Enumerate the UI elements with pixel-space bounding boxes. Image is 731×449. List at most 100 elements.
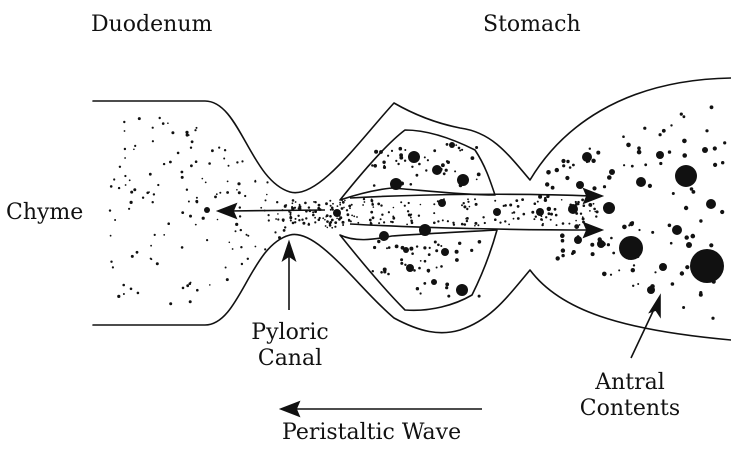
particle bbox=[308, 223, 311, 226]
particle bbox=[343, 207, 345, 209]
particle bbox=[619, 236, 643, 260]
particle bbox=[216, 193, 218, 195]
particle bbox=[612, 252, 615, 255]
particle bbox=[610, 237, 613, 240]
particle bbox=[371, 199, 374, 202]
particle bbox=[400, 262, 403, 265]
particle bbox=[124, 157, 126, 159]
particle bbox=[537, 201, 539, 203]
particle bbox=[517, 205, 520, 208]
particle bbox=[437, 244, 440, 247]
particle bbox=[554, 208, 557, 211]
particle bbox=[137, 292, 140, 295]
particle bbox=[334, 221, 337, 224]
particle bbox=[596, 151, 600, 155]
particle bbox=[428, 271, 430, 273]
particle bbox=[546, 170, 551, 175]
particle bbox=[433, 149, 436, 152]
particle bbox=[392, 216, 394, 218]
particle bbox=[523, 213, 526, 216]
particle bbox=[112, 266, 114, 268]
particle bbox=[324, 219, 326, 221]
particle bbox=[609, 169, 615, 175]
particle bbox=[670, 242, 673, 245]
particle bbox=[569, 166, 572, 169]
particle bbox=[309, 209, 312, 212]
particle bbox=[240, 229, 242, 231]
particle bbox=[442, 219, 444, 221]
particle bbox=[572, 250, 576, 254]
particle bbox=[434, 241, 437, 244]
particle bbox=[566, 160, 569, 163]
particle bbox=[344, 200, 346, 202]
particle bbox=[404, 149, 406, 151]
particle bbox=[582, 221, 585, 224]
particle bbox=[114, 219, 116, 221]
particle bbox=[136, 251, 139, 254]
upper-jet-arrow bbox=[350, 194, 592, 198]
particle bbox=[381, 214, 383, 216]
particle bbox=[403, 247, 409, 253]
particle bbox=[378, 222, 380, 224]
particle bbox=[186, 284, 189, 287]
particle bbox=[226, 191, 229, 194]
particle bbox=[397, 163, 399, 165]
particle bbox=[458, 147, 461, 150]
particle bbox=[561, 199, 563, 201]
particle bbox=[154, 234, 156, 236]
particle bbox=[129, 179, 131, 181]
particle bbox=[276, 201, 278, 203]
particle bbox=[264, 210, 266, 212]
particle bbox=[637, 283, 639, 285]
particle bbox=[476, 179, 478, 181]
particle bbox=[189, 215, 192, 218]
particle bbox=[373, 246, 376, 249]
particle bbox=[314, 217, 316, 219]
particle bbox=[379, 150, 383, 154]
particle bbox=[469, 206, 471, 208]
particle bbox=[457, 174, 469, 186]
particle bbox=[236, 161, 238, 163]
particle bbox=[404, 160, 406, 162]
particle bbox=[388, 246, 391, 249]
particle bbox=[240, 246, 242, 248]
chyme-arrowhead bbox=[218, 204, 236, 218]
particle bbox=[455, 258, 459, 262]
pyloric-canal-label: Pyloric Canal bbox=[245, 320, 335, 372]
particle bbox=[348, 205, 351, 208]
particle bbox=[482, 216, 484, 218]
particle bbox=[206, 239, 208, 241]
particle bbox=[391, 150, 393, 152]
particle bbox=[607, 175, 612, 180]
particle bbox=[410, 217, 412, 219]
particle bbox=[228, 165, 230, 167]
particle bbox=[227, 181, 229, 183]
particle bbox=[156, 262, 159, 265]
particle bbox=[419, 224, 431, 236]
particle bbox=[544, 199, 547, 202]
particle bbox=[670, 124, 672, 126]
particle bbox=[134, 145, 136, 147]
particle bbox=[484, 222, 486, 224]
particle bbox=[130, 201, 133, 204]
particle bbox=[675, 165, 697, 187]
particle bbox=[418, 163, 421, 166]
particle bbox=[325, 202, 328, 205]
particle bbox=[274, 231, 276, 233]
particle bbox=[292, 202, 294, 204]
particle bbox=[123, 121, 125, 123]
particle bbox=[374, 150, 378, 154]
particle bbox=[425, 169, 427, 171]
particle bbox=[475, 146, 478, 149]
particle bbox=[593, 208, 596, 211]
particle bbox=[453, 224, 455, 226]
particle bbox=[297, 215, 299, 217]
particle bbox=[474, 198, 476, 200]
particle bbox=[534, 202, 537, 205]
particle bbox=[445, 169, 448, 172]
particle bbox=[124, 130, 126, 132]
particle bbox=[628, 224, 630, 226]
particle bbox=[561, 239, 565, 243]
particle bbox=[659, 133, 662, 136]
particle bbox=[709, 243, 713, 247]
